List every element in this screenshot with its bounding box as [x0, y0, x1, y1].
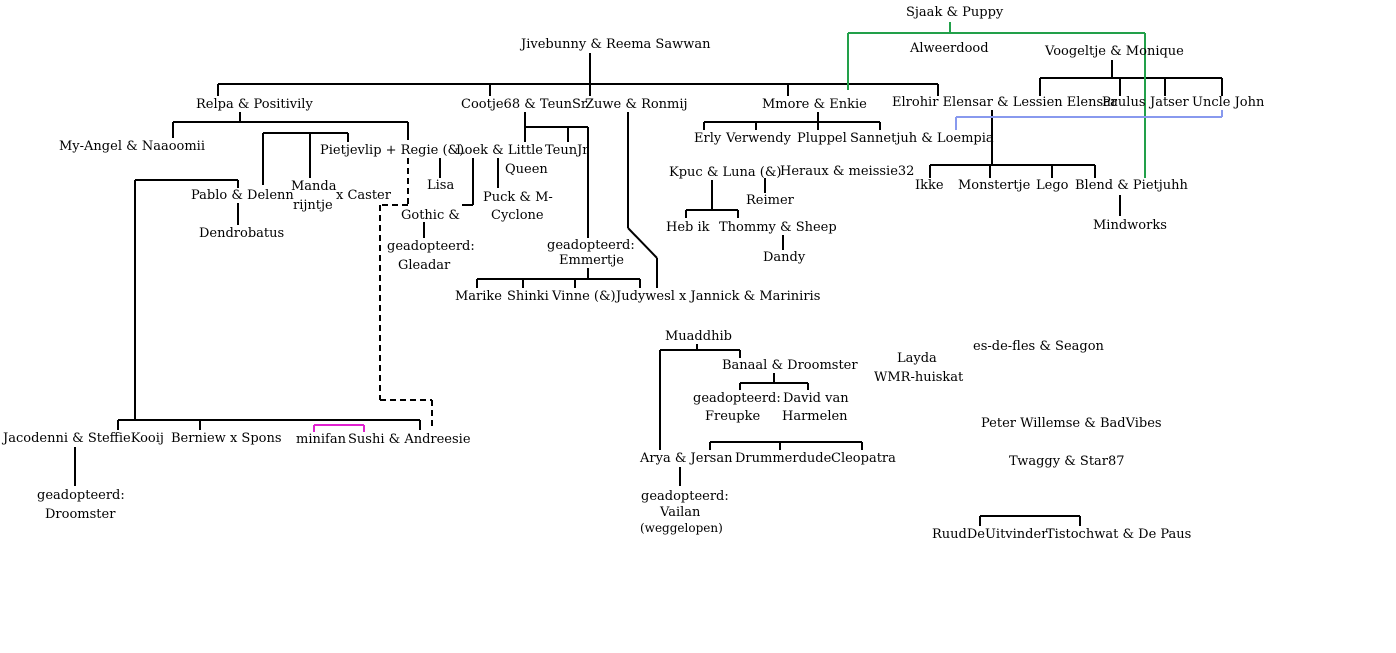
node-droomster: Droomster [45, 507, 116, 522]
node-sjaak-puppy: Sjaak & Puppy [906, 5, 1004, 20]
node-wmr-huiskat: WMR-huiskat [874, 370, 964, 385]
node-thommy-sheep: Thommy & Sheep [719, 220, 837, 235]
node-gleadar: Gleadar [398, 258, 451, 273]
node-pluppel: Pluppel [797, 131, 847, 146]
node-judywesl: Judywesl x Jannick & Mariniris [616, 289, 821, 304]
node-tistochwat: Tistochwat & De Paus [1046, 527, 1192, 542]
node-gothic: Gothic & [401, 208, 460, 223]
node-pietjevlip-regie: Pietjevlip + Regie (&) [320, 143, 465, 158]
node-rijntje: rijntje [293, 198, 333, 213]
node-pablo-delenn: Pablo & Delenn [191, 188, 294, 203]
node-paulus: Paulus [1102, 95, 1146, 110]
node-blend-pietjuhh: Blend & Pietjuhh [1075, 178, 1188, 193]
node-twaggy: Twaggy & Star87 [1009, 454, 1125, 469]
node-vailan: Vailan [660, 505, 701, 520]
node-zuwe-ronmij: Zuwe & Ronmij [585, 97, 688, 112]
node-lisa: Lisa [427, 178, 455, 193]
node-mmore-enkie: Mmore & Enkie [762, 97, 867, 112]
node-marike: Marike [455, 289, 503, 304]
node-geadopteerd-1: geadopteerd: [387, 239, 475, 254]
node-sushi: Sushi & Andreesie [348, 432, 471, 447]
node-layda: Layda [897, 351, 937, 366]
node-geadopteerd-4: geadopteerd: [37, 488, 125, 503]
node-cyclone: Cyclone [491, 208, 544, 223]
node-puck: Puck & M- [483, 190, 553, 205]
node-berniew: Berniew x Spons [171, 431, 282, 446]
node-shinki: Shinki [507, 289, 549, 304]
node-jacodenni: Jacodenni & SteffieKooij [3, 431, 164, 446]
node-freupke: Freupke [705, 409, 761, 424]
node-es-de-fles: es-de-fles & Seagon [973, 339, 1104, 354]
node-jatser: Jatser [1150, 95, 1189, 110]
node-cootje-teunsr: Cootje68 & TeunSr [461, 97, 588, 112]
node-teunjr: TeunJr [545, 143, 589, 158]
node-peter-badvibes: Peter Willemse & BadVibes [981, 416, 1162, 431]
node-verwendy: Verwendy [726, 131, 791, 146]
node-geadopteerd-3: geadopteerd: [693, 391, 781, 406]
node-dandy: Dandy [763, 250, 806, 265]
node-vinne: Vinne (&) [552, 289, 616, 304]
node-geadopteerd-2: geadopteerd: [547, 238, 635, 253]
node-loek-little: Loek & Little [456, 143, 543, 158]
node-erly: Erly [694, 131, 722, 146]
node-heraux-meissie: Heraux & meissie32 [780, 164, 915, 179]
node-weggelopen: (weggelopen) [640, 521, 723, 535]
node-x-caster: x Caster [336, 188, 391, 203]
node-harmelen: Harmelen [782, 409, 848, 424]
node-alweerdood: Alweerdood [910, 41, 989, 56]
node-heb-ik: Heb ik [666, 220, 710, 235]
node-uncle-john: Uncle John [1192, 95, 1265, 110]
node-geadopteerd-5: geadopteerd: [641, 489, 729, 504]
node-relpa-positivily: Relpa & Positivily [196, 97, 313, 112]
node-emmertje: Emmertje [559, 253, 624, 268]
node-ruud: RuudDeUitvinder [932, 527, 1048, 542]
node-reimer: Reimer [746, 193, 794, 208]
node-minifan: minifan [296, 432, 346, 447]
node-muaddhib: Muaddhib [665, 329, 732, 344]
node-kpuc-luna: Kpuc & Luna (&) [669, 165, 782, 180]
node-arya-jersan: Arya & Jersan [640, 451, 733, 466]
node-my-angel-naaoomii: My-Angel & Naaoomii [59, 139, 205, 154]
node-mindworks: Mindworks [1093, 218, 1167, 233]
node-elrohir-lessien: Elrohir Elensar & Lessien Elensar [892, 95, 1118, 110]
node-david-van: David van [783, 391, 849, 406]
node-queen: Queen [505, 162, 548, 177]
node-manda: Manda [291, 179, 337, 194]
node-lego: Lego [1036, 178, 1069, 193]
node-vogeltje-monique: Voogeltje & Monique [1045, 44, 1184, 59]
node-dendrobatus: Dendrobatus [199, 226, 285, 241]
node-ikke: Ikke [915, 178, 944, 193]
node-monstertje: Monstertje [958, 178, 1031, 193]
node-jivebunny-reema: Jivebunny & Reema Sawwan [521, 37, 711, 52]
node-banaal-droomster: Banaal & Droomster [722, 358, 858, 373]
node-drummerdude: Drummerdude [735, 451, 832, 466]
node-cleopatra: Cleopatra [831, 451, 896, 466]
node-sannetjuh-loempia: Sannetjuh & Loempia [850, 131, 994, 146]
